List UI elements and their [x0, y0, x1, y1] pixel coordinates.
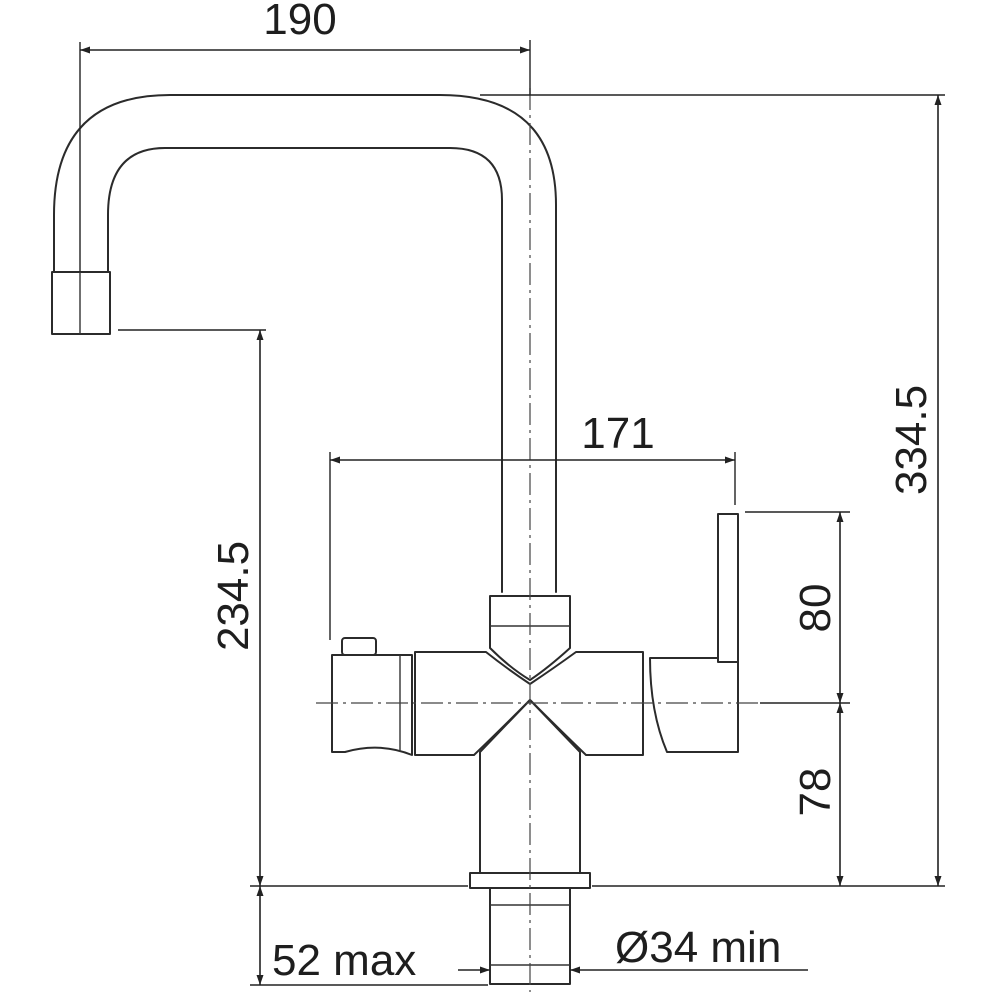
- label-body-to-base: 78: [791, 768, 840, 817]
- label-lever-height: 80: [791, 584, 840, 633]
- label-deck-thickness: 52 max: [272, 936, 416, 985]
- swivel-collar: [489, 595, 571, 681]
- extension-lines: [79, 40, 945, 986]
- dimension-lines: [80, 46, 942, 985]
- label-spout-height: 234.5: [209, 541, 258, 651]
- label-spout-reach: 190: [263, 0, 336, 44]
- left-handle-button: [341, 637, 377, 656]
- dimension-labels: 190 171 334.5 234.5 80 78 52 max Ø34 min: [209, 0, 936, 985]
- right-lever: [649, 657, 739, 753]
- label-hole-diameter: Ø34 min: [615, 923, 781, 972]
- left-handle: [331, 654, 413, 756]
- aerator: [51, 271, 111, 335]
- label-body-width: 171: [581, 409, 654, 458]
- lever-blade: [717, 513, 739, 663]
- label-total-height: 334.5: [887, 385, 936, 495]
- spout-inner-edge: [107, 147, 503, 593]
- faucet-outline: [51, 94, 739, 985]
- spout-outer-edge: [53, 94, 557, 593]
- base-column: [479, 699, 581, 874]
- center-lines: [316, 88, 760, 992]
